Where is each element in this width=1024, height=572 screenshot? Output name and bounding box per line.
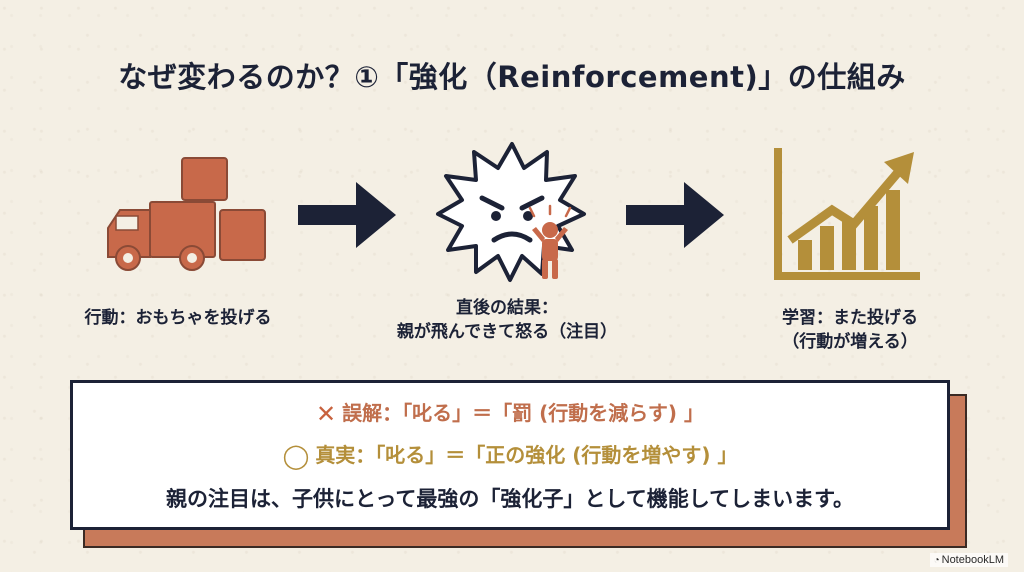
angry-burst-icon [436, 142, 586, 282]
step-label-consequence: 直後の結果： 親が飛んできて怒る（注目） [352, 296, 662, 344]
arrow-right-icon [298, 182, 396, 248]
learning-line-1: 学習：また投げる [782, 308, 918, 328]
step-label-action: 行動：おもちゃを投げる [84, 308, 272, 328]
circle-icon: ◯ [282, 442, 310, 470]
brand-watermark: ◔NotebookLM [929, 553, 1008, 567]
slide-title: なぜ変わるのか？①「強化（Reinforcement)」の仕組み [118, 60, 906, 94]
notebooklm-logo-icon: ◔ [933, 555, 940, 566]
growth-chart-icon [774, 148, 920, 280]
learning-line-2: （行動が増える） [782, 332, 918, 352]
truth-text: 真実：「叱る」＝「正の強化 (行動を増やす) 」 [315, 443, 738, 467]
consequence-line-1: 直後の結果： [456, 298, 558, 318]
cross-icon: ✕ [316, 400, 337, 428]
misconception-text: 誤解：「叱る」＝「罰 (行動を減らす) 」 [342, 401, 704, 425]
truth-line: ◯真実：「叱る」＝「正の強化 (行動を増やす) 」 [73, 439, 947, 470]
truck-boxes-icon [107, 157, 266, 271]
brand-label: NotebookLM [941, 554, 1004, 566]
summary-panel: ✕誤解：「叱る」＝「罰 (行動を減らす) 」 ◯真実：「叱る」＝「正の強化 (行… [70, 380, 950, 530]
arrow-right-icon [626, 182, 724, 248]
consequence-line-2: 親が飛んできて怒る（注目） [396, 322, 618, 342]
misconception-line: ✕誤解：「叱る」＝「罰 (行動を減らす) 」 [73, 397, 947, 428]
step-label-learning: 学習：また投げる （行動が増える） [735, 306, 965, 354]
conclusion-text: 親の注目は、子供にとって最強の「強化子」として機能してしまいます。 [166, 487, 854, 511]
